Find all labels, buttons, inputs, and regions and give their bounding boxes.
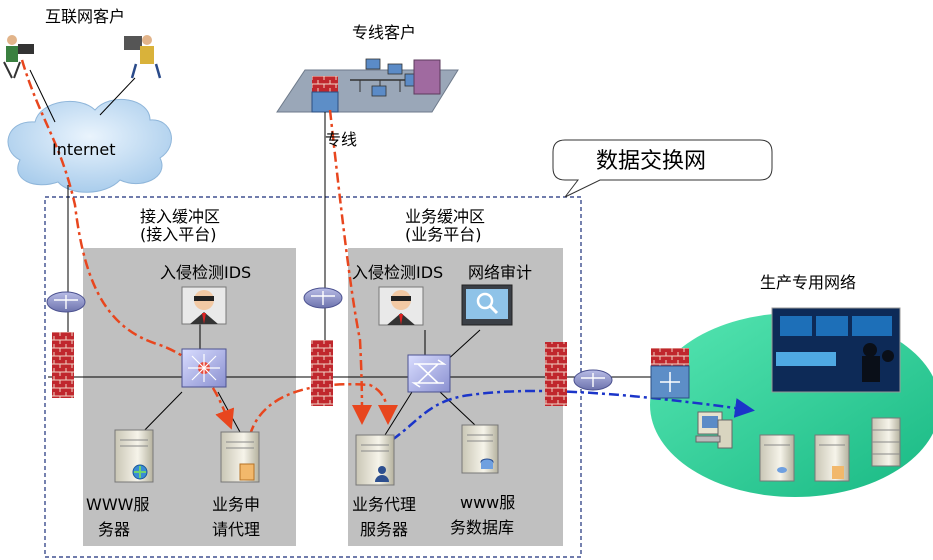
- firewalls: [52, 332, 690, 406]
- label-access-buffer-2: (接入平台): [140, 225, 217, 244]
- switches: [181, 348, 451, 393]
- label-biz-apply-proxy-2: 请代理: [212, 520, 260, 539]
- internet-cloud: [7, 98, 172, 193]
- audit-monitor-icon: [461, 284, 513, 326]
- server-icon: [814, 434, 850, 482]
- label-www-server-1: WWW服: [86, 495, 149, 514]
- flow-apply-proxy-to-biz-proxy: [248, 383, 398, 436]
- label-dedicated-clients: 专线客户: [352, 23, 416, 42]
- router-icon: [303, 287, 343, 309]
- label-access-buffer-1: 接入缓冲区: [140, 207, 220, 226]
- label-ids-access: 入侵检测IDS: [160, 263, 251, 282]
- ids-agent-icon: [181, 286, 227, 325]
- firewall-icon: [545, 342, 567, 406]
- user-laptop-icon: [3, 35, 34, 79]
- label-internet: Internet: [52, 140, 116, 159]
- label-business-buffer-2: (业务平台): [405, 225, 482, 244]
- label-www-server-2: 务器: [98, 520, 130, 539]
- label-biz-proxy-server-2: 服务器: [360, 520, 408, 539]
- data-flows: [20, 59, 755, 442]
- production-assets: [695, 307, 901, 482]
- label-ids-business: 入侵检测IDS: [352, 263, 443, 282]
- security-icons: [181, 284, 513, 326]
- label-dedicated-line: 专线: [325, 130, 357, 149]
- firewall-icon: [650, 348, 690, 399]
- servers: [114, 424, 499, 486]
- server-rack-icon: [871, 417, 901, 467]
- labels: 互联网客户 专线客户 Internet 专线 数据交换网 接入缓冲区 (接入平台…: [45, 7, 856, 539]
- label-net-audit: 网络审计: [468, 263, 532, 282]
- dedicated-client-platform: [276, 58, 459, 113]
- switch-icon: [407, 354, 451, 393]
- ids-agent-icon: [378, 286, 424, 326]
- server-icon: [759, 434, 795, 482]
- label-business-buffer-1: 业务缓冲区: [405, 207, 485, 226]
- routers: [46, 287, 613, 391]
- server-icon: [220, 431, 260, 483]
- firewall-icon: [52, 332, 74, 398]
- router-icon: [573, 369, 613, 391]
- data-exchange-callout: [552, 139, 773, 198]
- label-www-db-1: www服: [460, 493, 515, 512]
- control-room-photo: [771, 307, 901, 393]
- workstation-icon: [695, 411, 733, 449]
- label-internet-clients: 互联网客户: [45, 7, 125, 26]
- user-desktop-icon: [124, 35, 162, 79]
- server-icon: [461, 424, 499, 474]
- label-prod-network: 生产专用网络: [760, 273, 856, 292]
- label-data-exchange-net: 数据交换网: [596, 149, 706, 174]
- router-icon: [46, 291, 86, 313]
- switch-icon: [181, 348, 227, 388]
- flow-biz-proxy-to-production: [391, 389, 755, 442]
- label-biz-proxy-server-1: 业务代理: [352, 495, 416, 514]
- internet-clients: [3, 35, 162, 79]
- flow-dedicated-to-biz-proxy: [328, 109, 372, 425]
- server-icon: [355, 434, 395, 486]
- server-icon: [114, 429, 154, 483]
- label-www-db-2: 务数据库: [450, 518, 514, 537]
- label-biz-apply-proxy-1: 业务申: [212, 495, 260, 514]
- firewall-icon: [311, 340, 333, 406]
